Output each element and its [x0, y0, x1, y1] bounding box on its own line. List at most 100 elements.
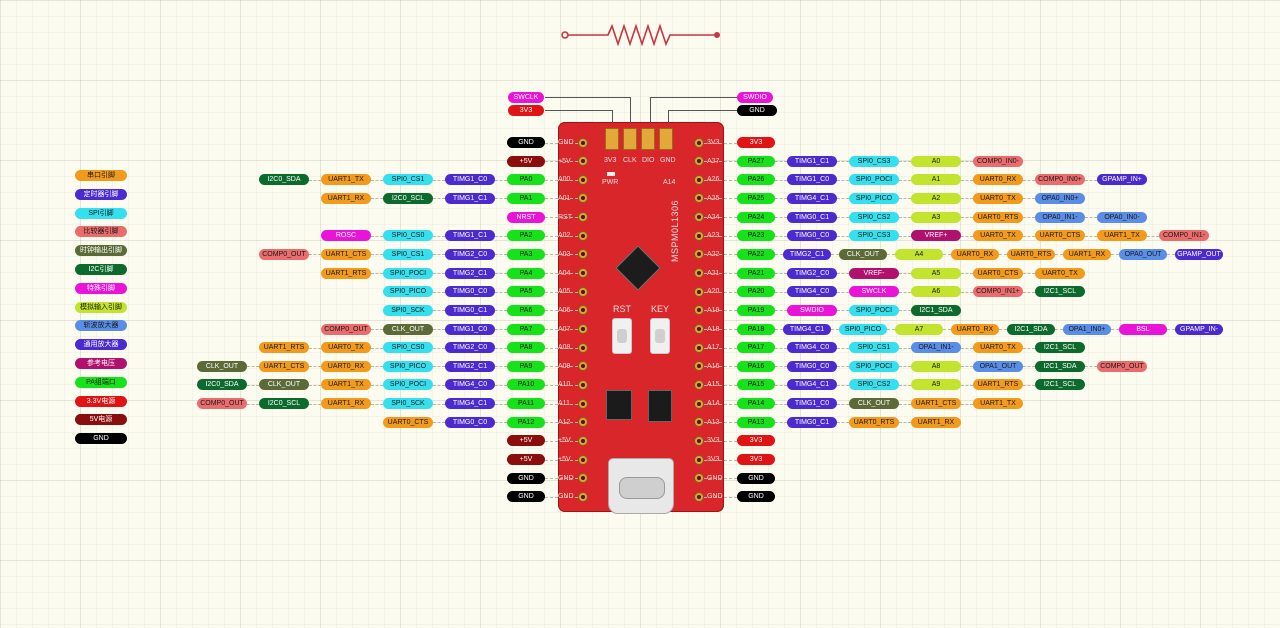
function-label: TIMG4_C1	[445, 398, 495, 410]
label-connector	[1085, 217, 1097, 219]
pin-pad	[694, 230, 704, 241]
swclk-wire	[545, 97, 631, 124]
function-label: UART0_RX	[951, 248, 999, 260]
function-label: UART0_TX	[973, 192, 1023, 204]
pin-connector	[704, 254, 737, 256]
label-connector	[495, 347, 507, 349]
label-connector	[433, 366, 445, 368]
label-connector	[495, 366, 507, 368]
label-connector	[899, 291, 911, 293]
label-connector	[247, 384, 259, 386]
label-connector	[371, 198, 383, 200]
function-label: OPA0_OUT	[1119, 248, 1167, 260]
pin-connector	[704, 273, 737, 275]
port-label: PA26	[737, 174, 775, 186]
function-label: UART0_CTS	[1035, 230, 1085, 242]
function-label: SPI0_CS3	[849, 155, 899, 167]
port-label: PA1	[507, 192, 545, 204]
function-label: TIMG4_C0	[445, 379, 495, 391]
function-label: SPI0_CS1	[383, 174, 433, 186]
port-label: PA2	[507, 230, 545, 242]
pin-connector	[545, 403, 578, 405]
label-connector	[961, 403, 973, 405]
function-label: UART1_RTS	[259, 342, 309, 354]
function-label: TIMG1_C0	[787, 174, 837, 186]
port-label: PA23	[737, 230, 775, 242]
pin-connector	[545, 422, 578, 424]
function-label: TIMG2_C0	[445, 342, 495, 354]
port-label: PA15	[737, 379, 775, 391]
rst-button[interactable]	[612, 318, 632, 354]
function-label: I2C0_SDA	[197, 379, 247, 391]
port-label: PA8	[507, 342, 545, 354]
pin-connector	[545, 291, 578, 293]
function-label: BSL	[1119, 323, 1167, 335]
label-connector	[899, 384, 911, 386]
function-label: UART1_CTS	[259, 360, 309, 372]
function-label: VREF-	[849, 267, 899, 279]
function-label: UART0_RX	[951, 323, 999, 335]
function-label: UART1_RTS	[973, 379, 1023, 391]
function-label: OPA1_IN0+	[1063, 323, 1111, 335]
function-label: UART0_TX	[973, 230, 1023, 242]
function-label: UART1_RX	[1063, 248, 1111, 260]
port-label: GND	[507, 491, 545, 503]
pin-connector	[545, 179, 578, 181]
function-label: SPI0_CS0	[383, 230, 433, 242]
pin-connector	[704, 459, 737, 461]
legend-item: GND	[75, 433, 127, 445]
label-connector	[1085, 179, 1097, 181]
function-label: CLK_OUT	[259, 379, 309, 391]
label-connector	[961, 366, 973, 368]
pin-pad	[578, 230, 588, 241]
label-connector	[1055, 254, 1063, 256]
label-connector	[371, 254, 383, 256]
label-connector	[495, 422, 507, 424]
pin-connector	[545, 478, 578, 480]
regulator-chip	[606, 390, 632, 420]
pin-pad	[578, 454, 588, 465]
pin-connector	[545, 217, 578, 219]
pin-pad	[694, 398, 704, 409]
function-label: TIMG0_C0	[787, 360, 837, 372]
key-button[interactable]	[650, 318, 670, 354]
legend-item: 模拟输入引脚	[75, 301, 127, 313]
label-connector	[899, 179, 911, 181]
function-label: TIMG1_C0	[787, 398, 837, 410]
function-label: TIMG2_C0	[445, 248, 495, 260]
function-label: SPI0_POCI	[849, 304, 899, 316]
label-connector	[371, 179, 383, 181]
port-label: PA11	[507, 398, 545, 410]
function-label: I2C1_SCL	[1035, 342, 1085, 354]
label-connector	[1167, 254, 1175, 256]
label-connector	[371, 235, 383, 237]
pin-pad	[578, 193, 588, 204]
label-connector	[1023, 179, 1035, 181]
function-label: TIMG4_C1	[787, 192, 837, 204]
function-label: TIMG4_C0	[787, 342, 837, 354]
label-connector	[775, 198, 787, 200]
label-connector	[1023, 291, 1035, 293]
label-connector	[775, 217, 787, 219]
label-connector	[309, 347, 321, 349]
function-label: SPI0_CS2	[849, 379, 899, 391]
function-label: OPA0_IN1-	[1035, 211, 1085, 223]
function-label: COMP0_IN1+	[973, 286, 1023, 298]
label-connector	[1023, 198, 1035, 200]
label-connector	[961, 217, 973, 219]
gnd-wire	[668, 110, 737, 124]
function-label: SPI0_PICO	[839, 323, 887, 335]
pin-pad	[694, 305, 704, 316]
label-connector	[961, 161, 973, 163]
port-label: PA9	[507, 360, 545, 372]
port-label: PA3	[507, 248, 545, 260]
label-connector	[371, 347, 383, 349]
pin-connector	[704, 179, 737, 181]
function-label: OPA0_IN0-	[1097, 211, 1147, 223]
pin-connector	[704, 496, 737, 498]
pin-connector	[704, 161, 737, 163]
legend-item: 时钟输出引脚	[75, 245, 127, 257]
function-label: UART1_TX	[321, 174, 371, 186]
pin-pad	[578, 174, 588, 185]
function-label: SPI0_POCI	[383, 267, 433, 279]
